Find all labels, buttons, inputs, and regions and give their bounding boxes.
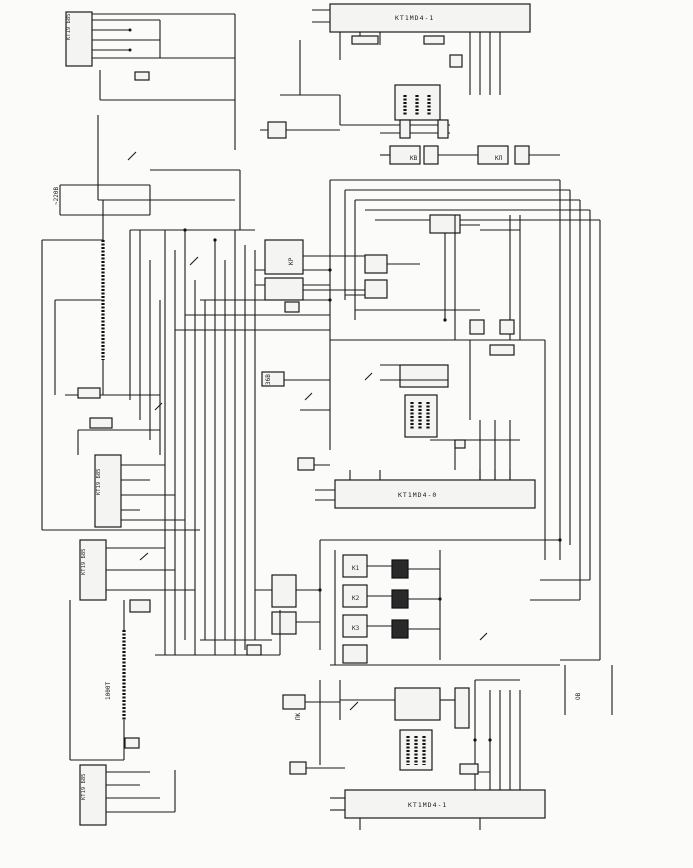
middle-module-label: KT1MD4-0 bbox=[398, 491, 437, 499]
tag-pk: ПК bbox=[295, 712, 302, 720]
right-feed-lines bbox=[530, 340, 613, 715]
upper-middle-relays bbox=[264, 214, 480, 320]
left-middle-controller-label: КТ19 Б85 bbox=[96, 469, 102, 496]
bottom-left-controller-label: КТ19 Б85 bbox=[81, 774, 87, 801]
relay-block-row-top bbox=[380, 145, 560, 165]
tag-k2: К2 bbox=[352, 595, 360, 602]
top-controller-module: KT1MD4-1 bbox=[312, 3, 531, 95]
bottom-left-controller: КТ19 Б85 bbox=[79, 737, 176, 826]
middle-controller-module: KT1MD4-0 bbox=[297, 457, 536, 509]
tag-1000t: 1000Т bbox=[105, 682, 112, 700]
top-left-controller: КТ19 Б85 bbox=[65, 11, 236, 150]
tag-220v: ~220В bbox=[53, 187, 60, 205]
tag-kl: КЛ bbox=[495, 155, 503, 162]
central-vertical-bus bbox=[129, 229, 256, 655]
tag-36v: 36В bbox=[265, 374, 272, 385]
bottom-module-label: KT1MD4-1 bbox=[408, 801, 447, 809]
bottom-controller-module: KT1MD4-1 bbox=[330, 789, 546, 830]
contact-symbols bbox=[127, 151, 562, 742]
left-middle-controller: КТ19 Б85 bbox=[77, 387, 185, 528]
tag-kr: КР bbox=[288, 257, 295, 265]
lower-middle-relay-stack bbox=[319, 539, 560, 666]
left-trunk-wiring bbox=[41, 115, 241, 531]
central-horizontal-bus bbox=[175, 179, 601, 660]
bottom-relay-bank bbox=[282, 679, 521, 790]
lower-left-switch-group: КТ19 Б85 bbox=[69, 539, 195, 761]
top-module-label: KT1MD4-1 bbox=[395, 14, 434, 22]
tag-kv: КВ bbox=[410, 155, 418, 162]
tag-ov: ОВ bbox=[575, 692, 582, 700]
tag-k1: К1 bbox=[352, 565, 360, 572]
lower-contactor-block bbox=[155, 574, 320, 656]
lower-left-group-label: КТ19 Б85 bbox=[81, 549, 87, 576]
top-left-controller-label: КТ19 Б85 bbox=[66, 14, 72, 41]
top-right-relay-group bbox=[260, 40, 450, 139]
tag-k3: КЗ bbox=[352, 625, 360, 632]
component-tags: КР КВ К1 К2 КЗ КЛ ~220В 36В 1000Т ОВ ПК bbox=[53, 155, 582, 720]
right-switch-columns bbox=[454, 215, 521, 420]
